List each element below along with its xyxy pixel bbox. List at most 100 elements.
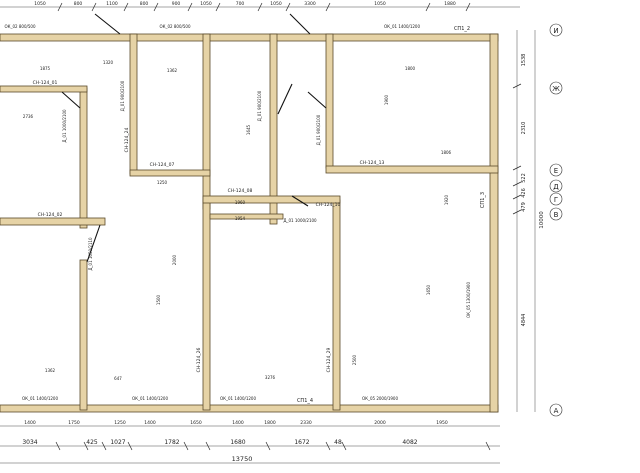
wall-top bbox=[0, 33, 499, 42]
door-swing bbox=[307, 91, 327, 109]
wall-h5 bbox=[325, 165, 499, 174]
window-label: ОК_02 800/500 bbox=[160, 24, 191, 29]
wall-bottom bbox=[0, 404, 499, 413]
wall-mark: СН-124_26 bbox=[196, 348, 202, 373]
dim-label: 1645 bbox=[246, 124, 251, 135]
dim-label: 1320 bbox=[103, 60, 114, 65]
dim-label: 1500 bbox=[156, 294, 161, 305]
axis-label: Д bbox=[553, 183, 559, 191]
internal-dimension-labels: 1875 1320 2736 1362 1250 1954 1800 3276 … bbox=[23, 60, 452, 381]
window-label: ОК_02 800/500 bbox=[5, 24, 36, 29]
door-swing bbox=[61, 91, 81, 109]
wall-h4 bbox=[202, 195, 341, 204]
right-dimension-lines bbox=[512, 30, 536, 412]
door-swing bbox=[94, 13, 121, 35]
axis-label: В bbox=[554, 211, 559, 219]
window-label: ОК_01 1400/1200 bbox=[220, 396, 257, 401]
dim-label: 1050 bbox=[270, 1, 282, 7]
door-label: Д_01 900/2100 bbox=[257, 90, 262, 121]
dim-label: 426 bbox=[521, 188, 527, 198]
dim-label: 900 bbox=[172, 1, 181, 7]
dim-label: 479 bbox=[521, 202, 527, 212]
window-label: ОК_01 1400/1200 bbox=[384, 24, 421, 29]
wall-mark: СП1_3 bbox=[480, 192, 486, 208]
dim-label: 1100 bbox=[106, 1, 118, 7]
wall-v7 bbox=[79, 259, 88, 411]
dim-label: 2736 bbox=[23, 114, 34, 119]
window-label: ОК_01 1400/1200 bbox=[22, 396, 59, 401]
door-swing bbox=[291, 195, 309, 207]
door-swing bbox=[86, 224, 101, 263]
door-label: Д_01 1000/2100 bbox=[62, 109, 67, 143]
dim-label: 4082 bbox=[402, 439, 417, 446]
dim-label: 2330 bbox=[300, 420, 312, 426]
wall-mark: СП1_2 bbox=[454, 26, 470, 32]
dim-label: 1960 bbox=[235, 200, 246, 205]
right-dimension-labels: 1538 2310 522 426 479 4844 10000 bbox=[521, 54, 545, 327]
total-height-label: 10000 bbox=[539, 211, 545, 229]
dim-label: 1800 bbox=[264, 420, 276, 426]
bottom-dimension-lines bbox=[0, 425, 500, 464]
door-swing bbox=[277, 83, 293, 115]
dim-label: 1050 bbox=[374, 1, 386, 7]
top-dimension-line bbox=[0, 2, 520, 12]
dim-label: 1027 bbox=[110, 439, 125, 446]
axis-marker: В bbox=[549, 207, 563, 221]
dim-label: 2000 bbox=[374, 420, 386, 426]
dim-label: 1400 bbox=[232, 420, 244, 426]
dim-label: 4844 bbox=[521, 314, 527, 327]
wall-h3 bbox=[129, 169, 211, 177]
wall-mark: СН-124_10 bbox=[316, 202, 341, 208]
wall-mark: СН-124_08 bbox=[228, 188, 253, 194]
walls bbox=[0, 33, 499, 413]
dim-label: 700 bbox=[236, 1, 245, 7]
dim-label: 1680 bbox=[230, 439, 245, 446]
axis-marker: Д bbox=[549, 179, 563, 193]
wall-h6 bbox=[209, 213, 284, 220]
axis-marker: И bbox=[549, 23, 563, 37]
dim-label: 800 bbox=[74, 1, 83, 7]
dim-label: 800 bbox=[140, 1, 149, 7]
dim-label: 2500 bbox=[352, 354, 357, 365]
dim-label: 1362 bbox=[45, 368, 56, 373]
dim-label: 1400 bbox=[144, 420, 156, 426]
wall-mark: СН-124_24 bbox=[124, 128, 130, 153]
wall-mark: СН-124_29 bbox=[326, 348, 332, 373]
axis-marker: Ж bbox=[549, 81, 563, 95]
axis-markers: И Ж Е Д Г В А bbox=[549, 23, 563, 417]
wall-mark: СП1_4 bbox=[297, 398, 313, 404]
dim-label: 2310 bbox=[521, 122, 527, 135]
dim-label: 1750 bbox=[68, 420, 80, 426]
axis-label: Ж bbox=[552, 85, 560, 93]
wall-mark: СН-124_01 bbox=[33, 80, 58, 86]
axis-label: И bbox=[553, 27, 558, 35]
wall-h2 bbox=[0, 217, 106, 226]
wall-v8 bbox=[332, 199, 341, 411]
dim-label: 1362 bbox=[167, 68, 178, 73]
door-labels: Д_01 1000/2100 Д_01 1650/2110 Д_01 900/2… bbox=[62, 80, 321, 270]
dim-label: 1950 bbox=[436, 420, 448, 426]
window-label: ОК_05 2000/1900 bbox=[362, 396, 399, 401]
axis-marker: Г bbox=[549, 192, 563, 206]
wall-h1 bbox=[0, 85, 88, 93]
wall-v4 bbox=[325, 33, 334, 169]
door-label: Д_01 900/2100 bbox=[120, 80, 125, 111]
wall-v2 bbox=[202, 33, 211, 210]
dim-label: 3300 bbox=[304, 1, 316, 7]
dim-label: 1250 bbox=[114, 420, 126, 426]
door-swings bbox=[61, 13, 327, 263]
wall-mark-labels: СП1_2 СП1_3 СП1_4 СН-124_01 СН-124_02 СН… bbox=[33, 26, 486, 404]
dim-label: 1650 bbox=[426, 284, 431, 295]
dim-label: 1650 bbox=[190, 420, 202, 426]
dim-label: 1900 bbox=[384, 94, 389, 105]
dim-label: 1400 bbox=[24, 420, 36, 426]
total-width-label: 13750 bbox=[232, 455, 253, 463]
bottom-dimension-labels-row1: 1400 1750 1250 1400 1650 1400 1800 2330 … bbox=[24, 420, 448, 426]
dim-label: 1920 bbox=[444, 194, 449, 205]
window-label: ОК_01 1400/1200 bbox=[132, 396, 169, 401]
wall-v1 bbox=[129, 33, 138, 175]
dim-label: 647 bbox=[114, 376, 122, 381]
axis-label: Г bbox=[554, 196, 558, 204]
axis-marker: Е bbox=[549, 163, 563, 177]
wall-v3 bbox=[269, 33, 278, 225]
